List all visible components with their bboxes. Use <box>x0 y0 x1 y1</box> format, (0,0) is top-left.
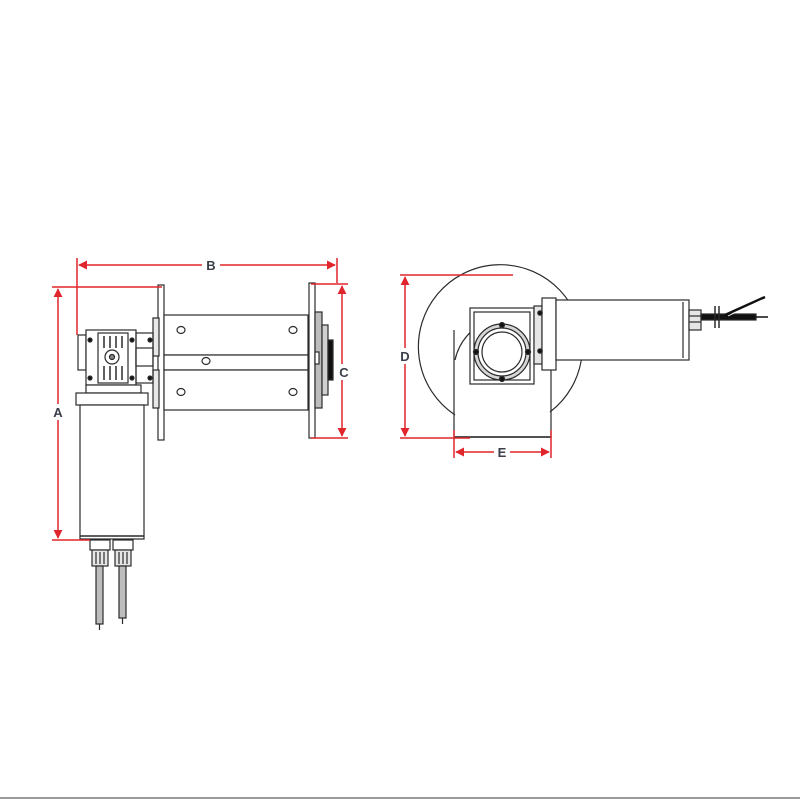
gearbox-mount <box>135 332 154 384</box>
right-hub-3 <box>327 339 334 381</box>
left-hub-lower <box>152 369 160 409</box>
motor-gland <box>688 309 702 331</box>
bottom-border <box>0 797 800 799</box>
gearbox-ribs <box>103 336 123 380</box>
motor-cables <box>700 313 757 321</box>
cable-branch <box>724 295 766 317</box>
gearbox-shaft-center <box>108 353 116 361</box>
motor-flange-end <box>541 297 557 371</box>
drum-hole <box>288 325 298 335</box>
left-flange <box>157 284 165 441</box>
drum-middle <box>163 354 309 371</box>
right-flange <box>308 282 316 439</box>
dimension-lines-side <box>52 258 348 541</box>
motor-adapter <box>85 384 142 394</box>
side-view <box>75 282 334 630</box>
drum-lower <box>163 369 309 411</box>
cable-right <box>118 565 127 619</box>
drum-hole <box>176 325 186 335</box>
gearbox-ring-inner <box>481 331 523 373</box>
drum-hole <box>176 387 186 397</box>
gearbox-output <box>135 347 154 367</box>
motor-flange <box>75 392 149 406</box>
motor-body <box>79 404 145 540</box>
gearbox-cover <box>77 334 87 371</box>
dimension-lines-end <box>400 274 552 458</box>
cable-left <box>95 565 104 625</box>
cable-glands <box>89 539 134 567</box>
motor-body-end <box>555 299 690 361</box>
drum-hole <box>201 356 211 366</box>
drum-upper <box>163 314 309 356</box>
left-hub <box>152 317 160 357</box>
gearbox-end-bolts <box>472 321 532 383</box>
dimension-label-b: B <box>206 258 215 273</box>
right-hub-2 <box>321 324 329 396</box>
dimension-label-a: A <box>53 405 63 420</box>
gearbox-bolts <box>87 337 153 381</box>
drum-hole <box>288 387 298 397</box>
dimension-label-c: C <box>339 365 349 380</box>
gearbox-inner <box>97 332 129 384</box>
right-hub-slot <box>314 351 320 365</box>
end-view <box>417 264 768 438</box>
dimension-label-e: E <box>498 445 507 460</box>
dimension-label-d: D <box>400 349 409 364</box>
